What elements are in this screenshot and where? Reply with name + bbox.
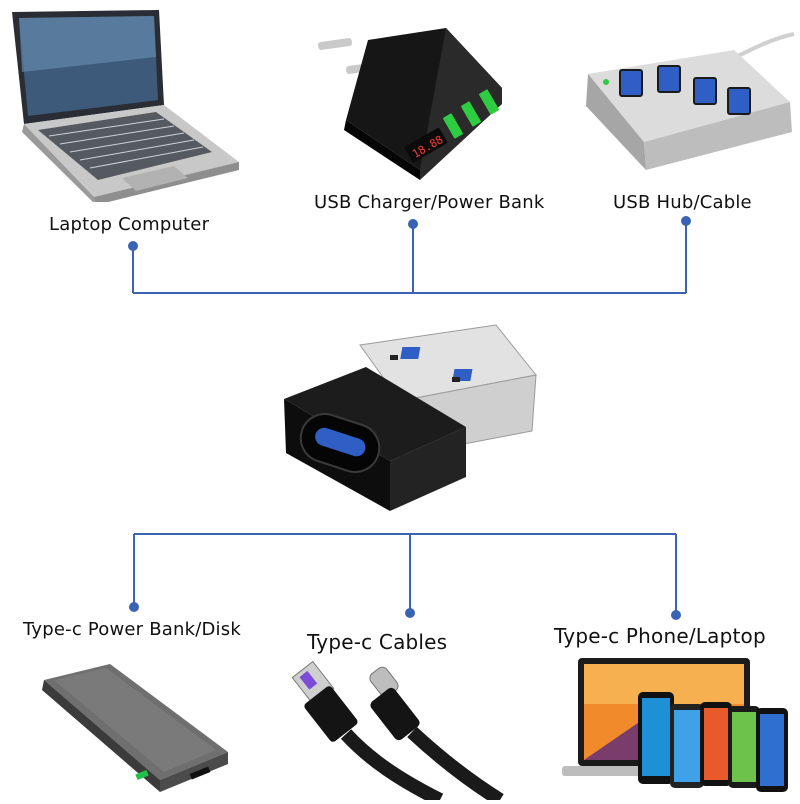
cables-dot (405, 608, 415, 618)
power-bank-icon (40, 660, 240, 800)
usb-a-to-type-c-adapter-icon (270, 315, 550, 529)
phones-and-laptop-icon (558, 656, 798, 804)
charger-label: USB Charger/Power Bank (314, 192, 545, 213)
laptop-icon (4, 2, 239, 206)
wall-charger-icon: 18.88 (316, 20, 506, 184)
hub-dot (681, 216, 691, 226)
laptop-dot (128, 241, 138, 251)
laptop-label: Laptop Computer (49, 214, 210, 235)
charger-dot (408, 219, 418, 229)
powerbank-dot (129, 602, 139, 612)
hub-label: USB Hub/Cable (613, 192, 752, 213)
devices-label: Type-c Phone/Laptop (554, 624, 766, 648)
cables-label: Type-c Cables (307, 630, 448, 654)
usb-hub-icon (584, 30, 796, 184)
powerbank-label: Type-c Power Bank/Disk (23, 619, 241, 640)
usb-c-cable-icon (290, 660, 510, 804)
devices-dot (671, 610, 681, 620)
